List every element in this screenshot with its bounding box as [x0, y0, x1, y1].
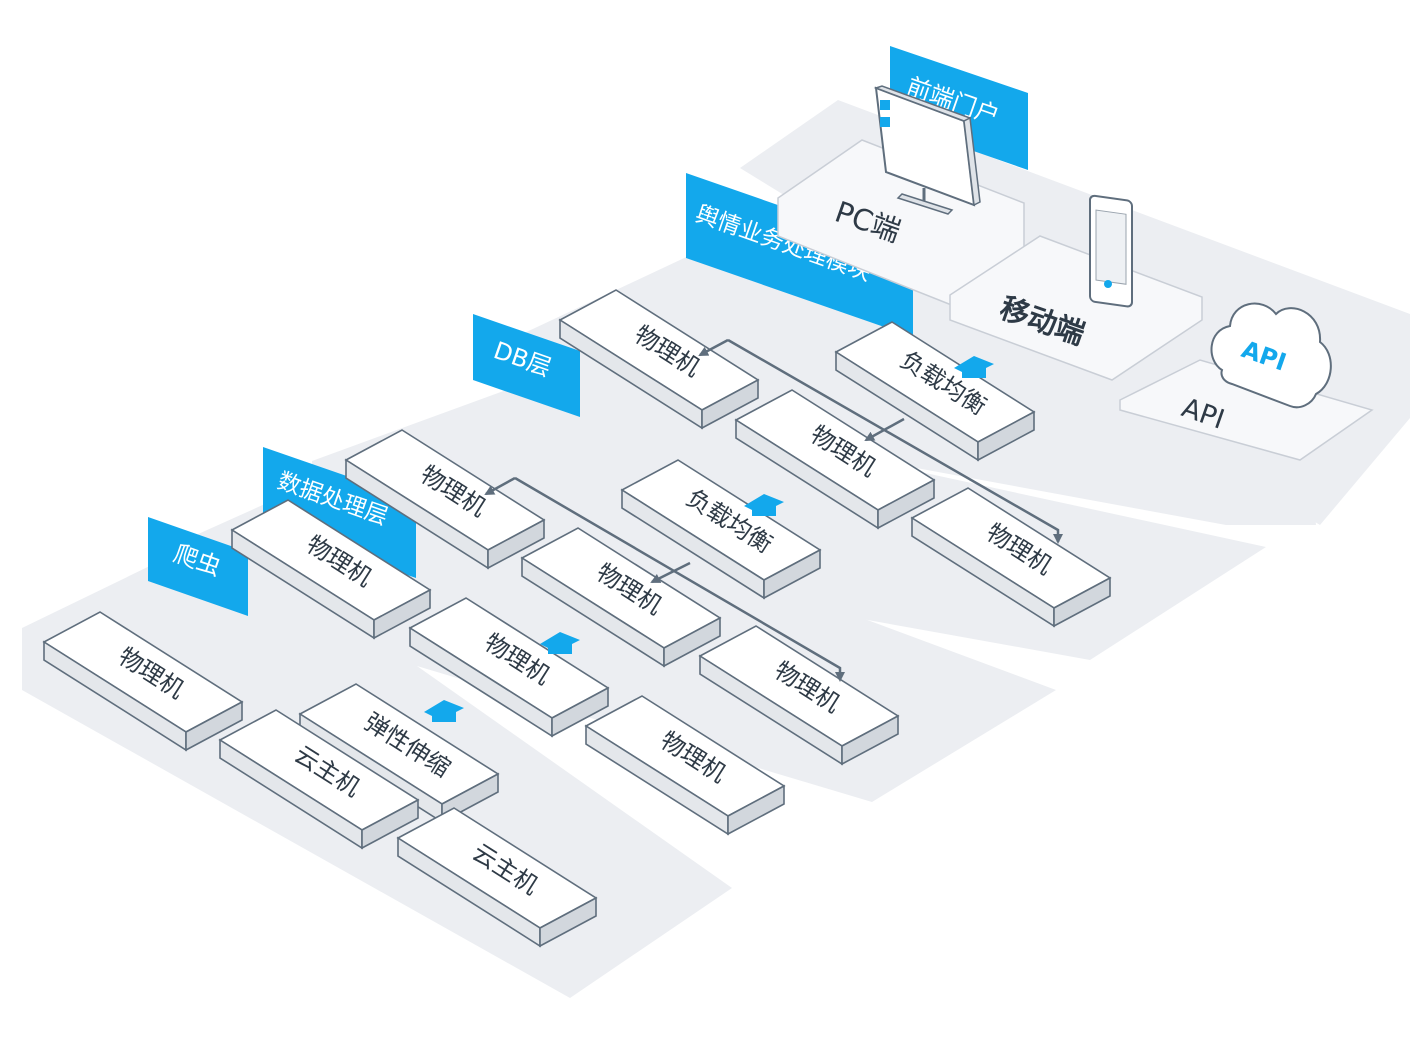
box-side-face — [487, 518, 545, 570]
frontend-section: PC端 移动端 API API — [777, 85, 1374, 461]
layer-label-db: DB层 — [473, 314, 580, 417]
db-arrow-to-phys1 — [514, 476, 845, 682]
box-side-face — [727, 784, 785, 836]
box-side-face — [763, 548, 821, 600]
phone-icon — [1089, 194, 1133, 308]
box-biz-phys3: 物理机 — [910, 487, 1112, 628]
biz-arrow-to-phys1 — [698, 338, 729, 357]
box-side-face — [551, 686, 609, 738]
monitor-icon — [873, 85, 981, 215]
box-crawler-physical: 物理机 — [42, 611, 244, 752]
box-side-face — [841, 714, 899, 766]
up-arrow-crawler — [424, 700, 464, 722]
box-side-face — [539, 896, 597, 948]
box-side-face — [1053, 576, 1111, 628]
api-tile — [1119, 359, 1374, 461]
up-arrow-business — [954, 356, 994, 378]
box-side-face — [373, 588, 431, 640]
box-side-face — [361, 798, 419, 850]
server-boxes: 物理机物理机物理机物理机物理机负载均衡负载均衡弹性伸缩物理机物理机云主机物理机物… — [42, 289, 1112, 948]
scale-arrows — [424, 356, 994, 722]
box-side-face — [185, 700, 243, 752]
box-side-face — [977, 410, 1035, 462]
box-side-face — [701, 378, 759, 430]
biz-arrow-to-phys3 — [727, 338, 1063, 544]
mobile-tile — [949, 235, 1203, 381]
box-db-phys2: 物理机 — [520, 527, 722, 668]
box-crawler-cloud1: 云主机 — [218, 709, 420, 850]
up-arrow-db — [744, 494, 784, 516]
flow-arrows — [484, 338, 1063, 682]
db-arrow-to-phys2 — [650, 561, 691, 584]
box-proc-phys2: 物理机 — [408, 597, 610, 738]
box-side-face — [877, 478, 935, 530]
up-arrow-processing — [540, 632, 580, 654]
box-side-face — [663, 616, 721, 668]
box-proc-phys3: 物理机 — [584, 695, 786, 836]
box-db-phys1: 物理机 — [344, 429, 546, 570]
box-biz-phys1: 物理机 — [558, 289, 760, 430]
layer-label-crawler: 爬虫 — [148, 517, 248, 616]
box-biz-lb: 负载均衡 — [834, 321, 1036, 462]
box-crawler-cloud2: 云主机 — [396, 807, 598, 948]
biz-arrow-to-phys2 — [864, 417, 905, 442]
box-proc-phys1: 物理机 — [230, 499, 432, 640]
db-arrow-to-phys1-left — [484, 476, 516, 496]
cloud-icon: API — [1210, 302, 1332, 409]
